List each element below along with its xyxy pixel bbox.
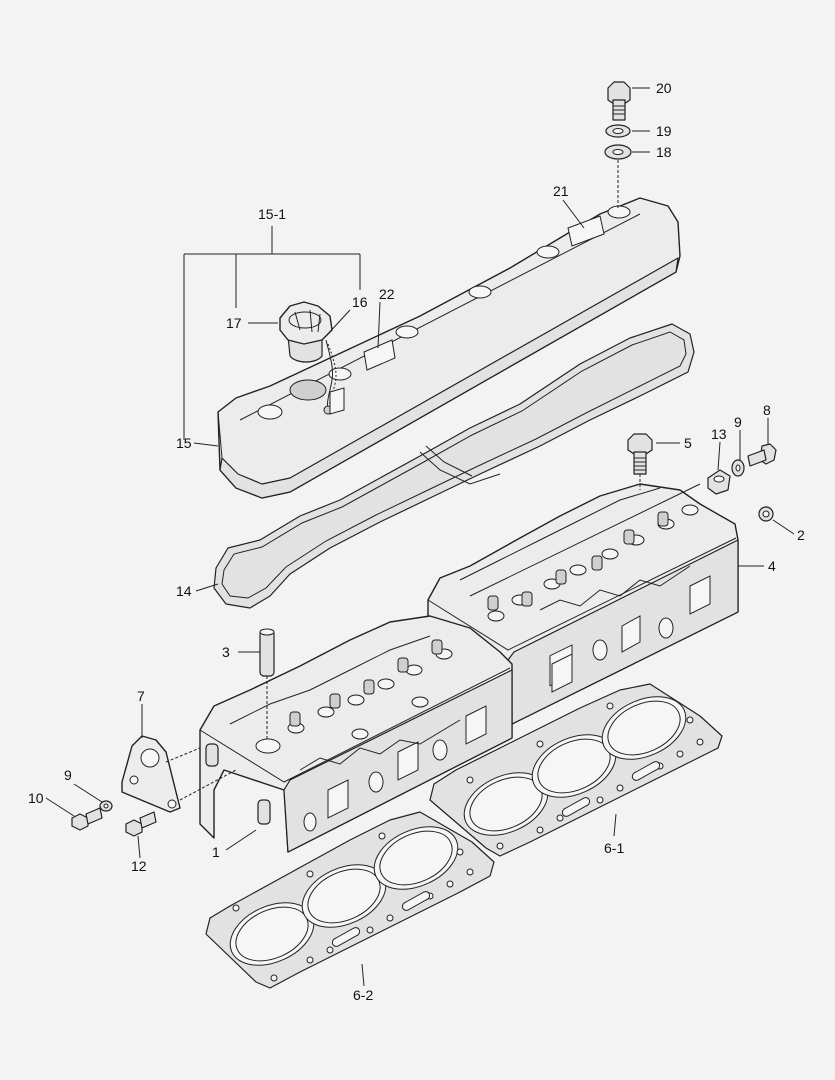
lifting-bracket bbox=[121, 735, 181, 813]
head-gasket-rear bbox=[429, 683, 723, 857]
washer-upper bbox=[731, 459, 745, 477]
callout-2: 2 bbox=[797, 527, 805, 543]
callout-12: 12 bbox=[131, 858, 147, 874]
callout-1: 1 bbox=[212, 844, 220, 860]
callout-21: 21 bbox=[553, 183, 569, 199]
callout-6-1: 6-1 bbox=[604, 840, 624, 856]
bracket-bolt-long bbox=[71, 807, 103, 831]
callout-4: 4 bbox=[768, 558, 776, 574]
bracket-bolt-short bbox=[125, 811, 157, 837]
filler-chain bbox=[323, 339, 345, 415]
dowel-pin bbox=[259, 628, 275, 740]
cover-bolt bbox=[607, 81, 631, 121]
bracket-washer bbox=[99, 800, 113, 812]
plug-cap bbox=[758, 506, 774, 522]
callout-6-2: 6-2 bbox=[353, 987, 373, 1003]
callout-19: 19 bbox=[656, 123, 672, 139]
callout-15: 15 bbox=[176, 435, 192, 451]
plug-bolt bbox=[747, 443, 777, 467]
cylinder-head-rear bbox=[427, 483, 739, 725]
cylinder-head-front bbox=[199, 615, 513, 853]
callout-13: 13 bbox=[711, 426, 727, 442]
cover-seal bbox=[604, 144, 632, 160]
callout-15-1: 15-1 bbox=[258, 206, 286, 222]
oil-filler-cap bbox=[279, 301, 333, 363]
cover-washer bbox=[605, 124, 631, 138]
sleeve-nut bbox=[707, 469, 731, 495]
leader-lines bbox=[45, 87, 795, 987]
head-bolt bbox=[627, 433, 653, 490]
callout-labels: 20 19 18 21 15-1 22 16 17 15 5 13 9 8 2 … bbox=[28, 80, 805, 1003]
head-gasket-front bbox=[205, 811, 495, 989]
callout-17: 17 bbox=[226, 315, 242, 331]
callout-20: 20 bbox=[656, 80, 672, 96]
callout-10: 10 bbox=[28, 790, 44, 806]
callout-9-lower: 9 bbox=[64, 767, 72, 783]
callout-8: 8 bbox=[763, 402, 771, 418]
callout-14: 14 bbox=[176, 583, 192, 599]
callout-5: 5 bbox=[684, 435, 692, 451]
callout-16: 16 bbox=[352, 294, 368, 310]
callout-7: 7 bbox=[137, 688, 145, 704]
valve-cover bbox=[217, 197, 681, 499]
callout-22: 22 bbox=[379, 286, 395, 302]
callout-18: 18 bbox=[656, 144, 672, 160]
callout-9-upper: 9 bbox=[734, 414, 742, 430]
callout-3: 3 bbox=[222, 644, 230, 660]
rocker-cover-gasket bbox=[213, 323, 695, 609]
